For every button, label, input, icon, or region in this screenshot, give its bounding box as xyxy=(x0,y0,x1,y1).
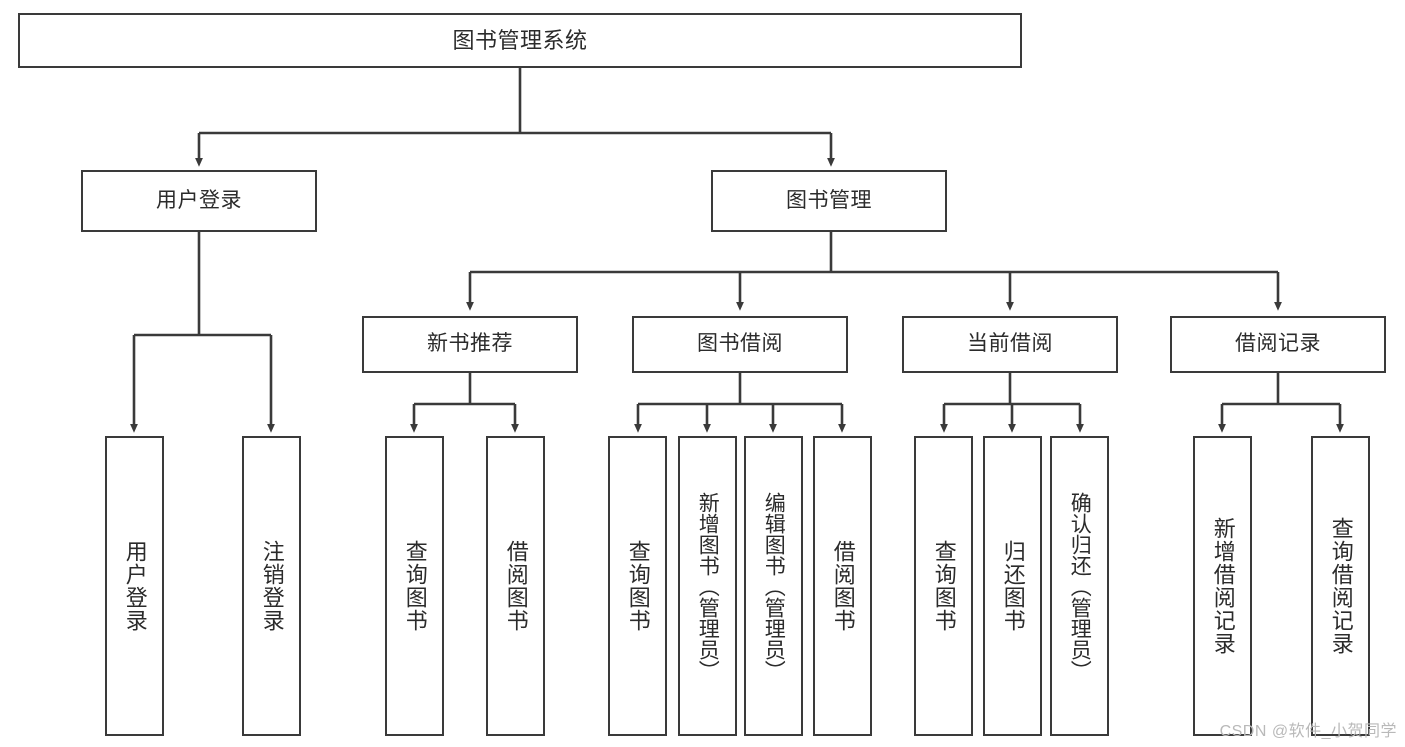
node-leaf-edit-book[interactable]: 编辑图书（管理员） xyxy=(744,436,803,736)
node-leaf-query-book-2-label: 查询图书 xyxy=(625,540,651,632)
node-leaf-add-book[interactable]: 新增图书（管理员） xyxy=(678,436,737,736)
node-leaf-query-record[interactable]: 查询借阅记录 xyxy=(1311,436,1370,736)
node-borrow-record[interactable]: 借阅记录 xyxy=(1170,316,1386,373)
node-leaf-logout[interactable]: 注销登录 xyxy=(242,436,301,736)
node-leaf-user-login-label: 用户登录 xyxy=(122,540,148,632)
node-book-borrow-label: 图书借阅 xyxy=(697,332,783,356)
node-leaf-borrow-book-2[interactable]: 借阅图书 xyxy=(813,436,872,736)
node-leaf-add-book-label: 新增图书（管理员） xyxy=(696,491,720,681)
node-leaf-add-record[interactable]: 新增借阅记录 xyxy=(1193,436,1252,736)
node-leaf-query-book-3[interactable]: 查询图书 xyxy=(914,436,973,736)
node-leaf-borrow-book-1-label: 借阅图书 xyxy=(503,540,529,632)
node-leaf-query-book-2[interactable]: 查询图书 xyxy=(608,436,667,736)
node-root-label: 图书管理系统 xyxy=(452,27,588,53)
node-new-book-recommend-label: 新书推荐 xyxy=(427,332,513,356)
node-new-book-recommend[interactable]: 新书推荐 xyxy=(362,316,578,373)
node-leaf-query-book-1[interactable]: 查询图书 xyxy=(385,436,444,736)
node-leaf-return-book-label: 归还图书 xyxy=(1000,540,1026,632)
node-current-borrow[interactable]: 当前借阅 xyxy=(902,316,1118,373)
node-leaf-query-book-3-label: 查询图书 xyxy=(931,540,957,632)
node-leaf-borrow-book-1[interactable]: 借阅图书 xyxy=(486,436,545,736)
node-root[interactable]: 图书管理系统 xyxy=(18,13,1022,68)
node-leaf-add-record-label: 新增借阅记录 xyxy=(1210,517,1236,655)
node-leaf-confirm-return-label: 确认归还（管理员） xyxy=(1068,491,1092,681)
node-leaf-confirm-return[interactable]: 确认归还（管理员） xyxy=(1050,436,1109,736)
node-leaf-edit-book-label: 编辑图书（管理员） xyxy=(762,491,786,681)
node-borrow-record-label: 借阅记录 xyxy=(1235,332,1321,356)
node-leaf-logout-label: 注销登录 xyxy=(259,540,285,632)
node-leaf-query-record-label: 查询借阅记录 xyxy=(1328,517,1354,655)
node-leaf-user-login[interactable]: 用户登录 xyxy=(105,436,164,736)
node-book-borrow[interactable]: 图书借阅 xyxy=(632,316,848,373)
node-user-login-label: 用户登录 xyxy=(156,188,242,212)
node-book-manage[interactable]: 图书管理 xyxy=(711,170,947,232)
watermark: CSDN @软件_小贺同学 xyxy=(1219,723,1397,740)
node-leaf-query-book-1-label: 查询图书 xyxy=(402,540,428,632)
node-book-manage-label: 图书管理 xyxy=(786,188,872,212)
node-leaf-return-book[interactable]: 归还图书 xyxy=(983,436,1042,736)
node-leaf-borrow-book-2-label: 借阅图书 xyxy=(830,540,856,632)
node-user-login[interactable]: 用户登录 xyxy=(81,170,317,232)
node-current-borrow-label: 当前借阅 xyxy=(967,332,1053,356)
